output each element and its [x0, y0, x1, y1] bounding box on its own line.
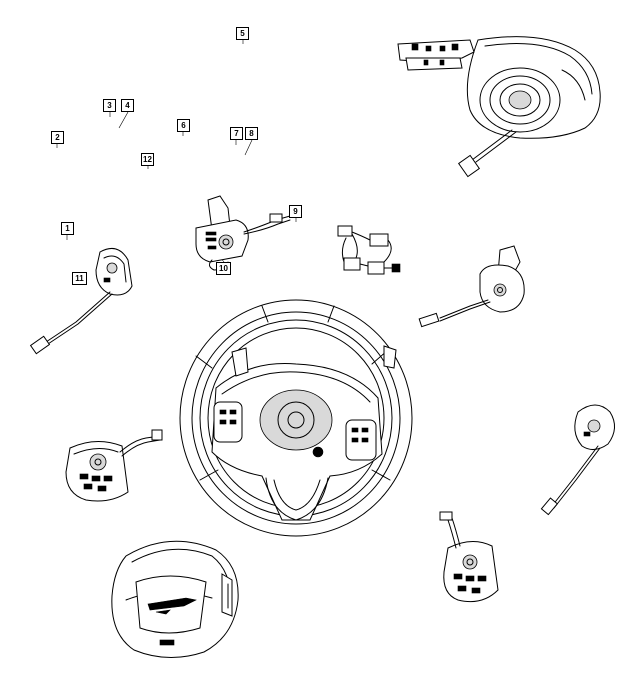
- callout-7: 7: [230, 127, 243, 140]
- clockspring-assembly: [397, 36, 601, 178]
- airbag-module: [111, 540, 239, 659]
- steering-wheel: [179, 299, 413, 537]
- callout-6: 6: [177, 119, 190, 132]
- callout-11: 11: [72, 272, 87, 285]
- callout-8: 8: [245, 127, 258, 140]
- paddle-shifter-left: [195, 195, 291, 271]
- callout-2: 2: [51, 131, 64, 144]
- callout-12: 12: [141, 153, 154, 166]
- radio-control-switch-right: [540, 404, 615, 516]
- paddle-shifter-right: [418, 245, 525, 328]
- right-wheel-switch: [439, 511, 499, 603]
- radio-control-switch-left: [29, 247, 133, 355]
- wiring-harness: [337, 225, 401, 275]
- callout-10: 10: [216, 262, 231, 275]
- left-wheel-switch: [65, 429, 163, 502]
- callout-9: 9: [289, 205, 302, 218]
- leader-lines: [56, 40, 297, 263]
- callout-4: 4: [121, 99, 134, 112]
- callout-1: 1: [61, 222, 74, 235]
- callout-5: 5: [236, 27, 249, 40]
- callout-3: 3: [103, 99, 116, 112]
